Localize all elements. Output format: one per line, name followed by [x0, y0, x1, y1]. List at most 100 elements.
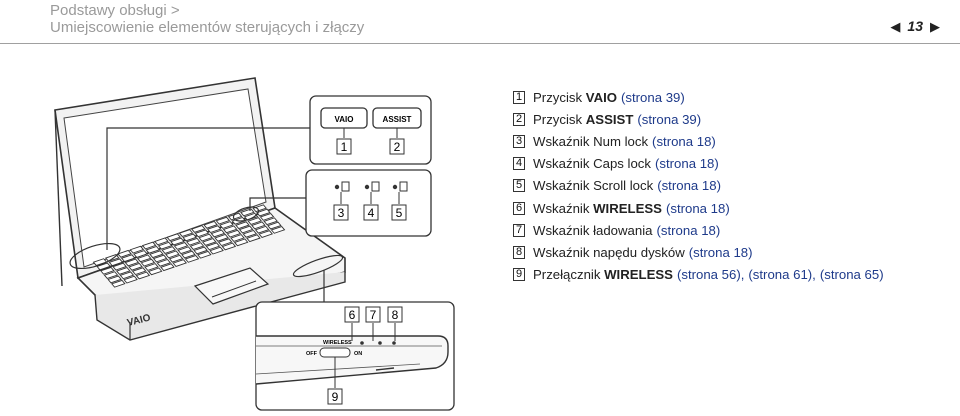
keyboard-key [112, 262, 127, 271]
keyboard-key [254, 225, 270, 234]
keyboard-key [242, 229, 258, 238]
breadcrumb-parent-link[interactable]: Podstawy obsługi > [50, 2, 180, 19]
legend-text: Przełącznik [533, 267, 605, 283]
front-panel-highlight [292, 254, 344, 278]
legend-number-box: 4 [513, 157, 525, 171]
page-reference-link[interactable]: (strona 39) [637, 111, 702, 127]
previous-page-icon[interactable]: ◀ [890, 18, 901, 34]
page-reference-link[interactable]: (strona 56), [676, 267, 745, 283]
legend-text: Przycisk [533, 111, 586, 127]
page-reference-link[interactable]: (strona 18) [665, 200, 730, 216]
page-reference-link[interactable]: (strona 18) [655, 156, 719, 172]
keyboard-key [193, 246, 208, 255]
legend-item: 4 Wskaźnik Caps lock(strona 18) [513, 153, 884, 175]
legend-bold-text: VAIO [585, 89, 618, 105]
keyboard-key [168, 254, 184, 263]
legend-number-box: 7 [513, 223, 525, 237]
callout-5: 5 [396, 206, 403, 220]
wireless-switch [319, 347, 351, 358]
legend-number-box: 2 [513, 112, 525, 126]
keyboard-key [203, 220, 218, 229]
keyboard-key [205, 242, 221, 251]
page-reference-link[interactable]: (strona 18) [652, 133, 716, 149]
keyboard-key [128, 262, 143, 271]
front-edge [255, 335, 449, 385]
assist-button-label: ASSIST [383, 115, 412, 124]
keyboard-key [135, 271, 151, 280]
keyboard-key [165, 250, 180, 259]
legend-item: 8 Wskaźnik napędu dysków(strona 18) [513, 241, 884, 263]
keyboard-key [160, 263, 175, 272]
keyboard-key [117, 249, 132, 258]
keyboard-key [136, 254, 152, 263]
keyboard-key [103, 271, 119, 279]
legend-text: Wskaźnik napędu dysków [533, 244, 685, 260]
legend-item: 5 Wskaźnik Scroll lock(strona 18) [513, 175, 884, 197]
keyboard-key [238, 225, 254, 234]
keyboard-key [152, 254, 168, 263]
keyboard-key [96, 262, 111, 271]
page-reference-link[interactable]: (strona 18) [688, 244, 753, 260]
legend-number-box: 1 [513, 90, 525, 104]
keyboard-key [267, 221, 282, 230]
keyboard-key [182, 233, 197, 242]
keyboard-key [222, 225, 238, 234]
keyboard-key [124, 258, 140, 267]
keyboard-key [141, 241, 157, 250]
keyboard-key [258, 230, 274, 238]
page-reference-link[interactable]: (strona 39) [621, 89, 685, 105]
keyboard-key [133, 250, 148, 258]
page-reference-link[interactable]: (strona 18) [657, 178, 721, 194]
keyboard-key [215, 216, 231, 225]
keyboard-key [189, 242, 205, 250]
wireless-label: WIRELESS [323, 340, 352, 346]
legend-text: Wskaźnik Scroll lock [533, 178, 654, 194]
keyboard-key [157, 241, 173, 250]
keyboard-key [107, 275, 122, 284]
keyboard-key [154, 237, 169, 246]
keyboard-key [123, 275, 138, 284]
legend-number-box: 8 [513, 245, 525, 259]
callout-7: 7 [370, 308, 377, 322]
keyboard-key [131, 267, 147, 276]
keyboard-key [198, 233, 213, 242]
keyboard-key [240, 208, 255, 217]
keyboard-key [170, 237, 185, 246]
keyboard-key [259, 213, 275, 221]
keyboard-key [209, 246, 224, 255]
keyboard-key [140, 258, 156, 267]
page-reference-link[interactable]: (strona 61), [748, 267, 816, 283]
legend-text: Wskaźnik Caps lock [533, 156, 651, 172]
page-reference-link[interactable]: (strona 18) [656, 222, 721, 238]
header-divider [0, 43, 960, 44]
legend-number-box: 5 [513, 179, 525, 193]
keyboard-key [108, 258, 124, 267]
keyboard-key [181, 250, 196, 259]
keyboard-key [100, 266, 115, 275]
legend-bold-text: WIRELESS [593, 200, 662, 216]
keyboard-key [252, 204, 267, 213]
legend-text: Wskaźnik Num lock [533, 133, 649, 149]
callout-8: 8 [392, 308, 399, 322]
caps-lock-icon [371, 181, 380, 192]
indicators-zoom-panel [305, 169, 432, 237]
keyboard-key [230, 234, 245, 242]
keyboard-key [217, 238, 233, 247]
callout-9: 9 [332, 390, 339, 404]
keyboard-key [270, 226, 286, 234]
legend-bold-text: ASSIST [585, 111, 634, 127]
keyboard-key [235, 221, 250, 230]
keyboard-key [206, 225, 222, 234]
keyboard-key [247, 217, 263, 225]
legend-text: Przycisk [533, 89, 586, 105]
keyboard-key [246, 234, 261, 243]
next-page-icon[interactable]: ▶ [930, 18, 940, 34]
legend-item: 1 Przycisk VAIO(strona 39) [513, 86, 884, 108]
page-reference-link[interactable]: (strona 65) [819, 267, 884, 283]
off-label: OFF [306, 351, 318, 357]
keyboard-key [149, 250, 164, 259]
